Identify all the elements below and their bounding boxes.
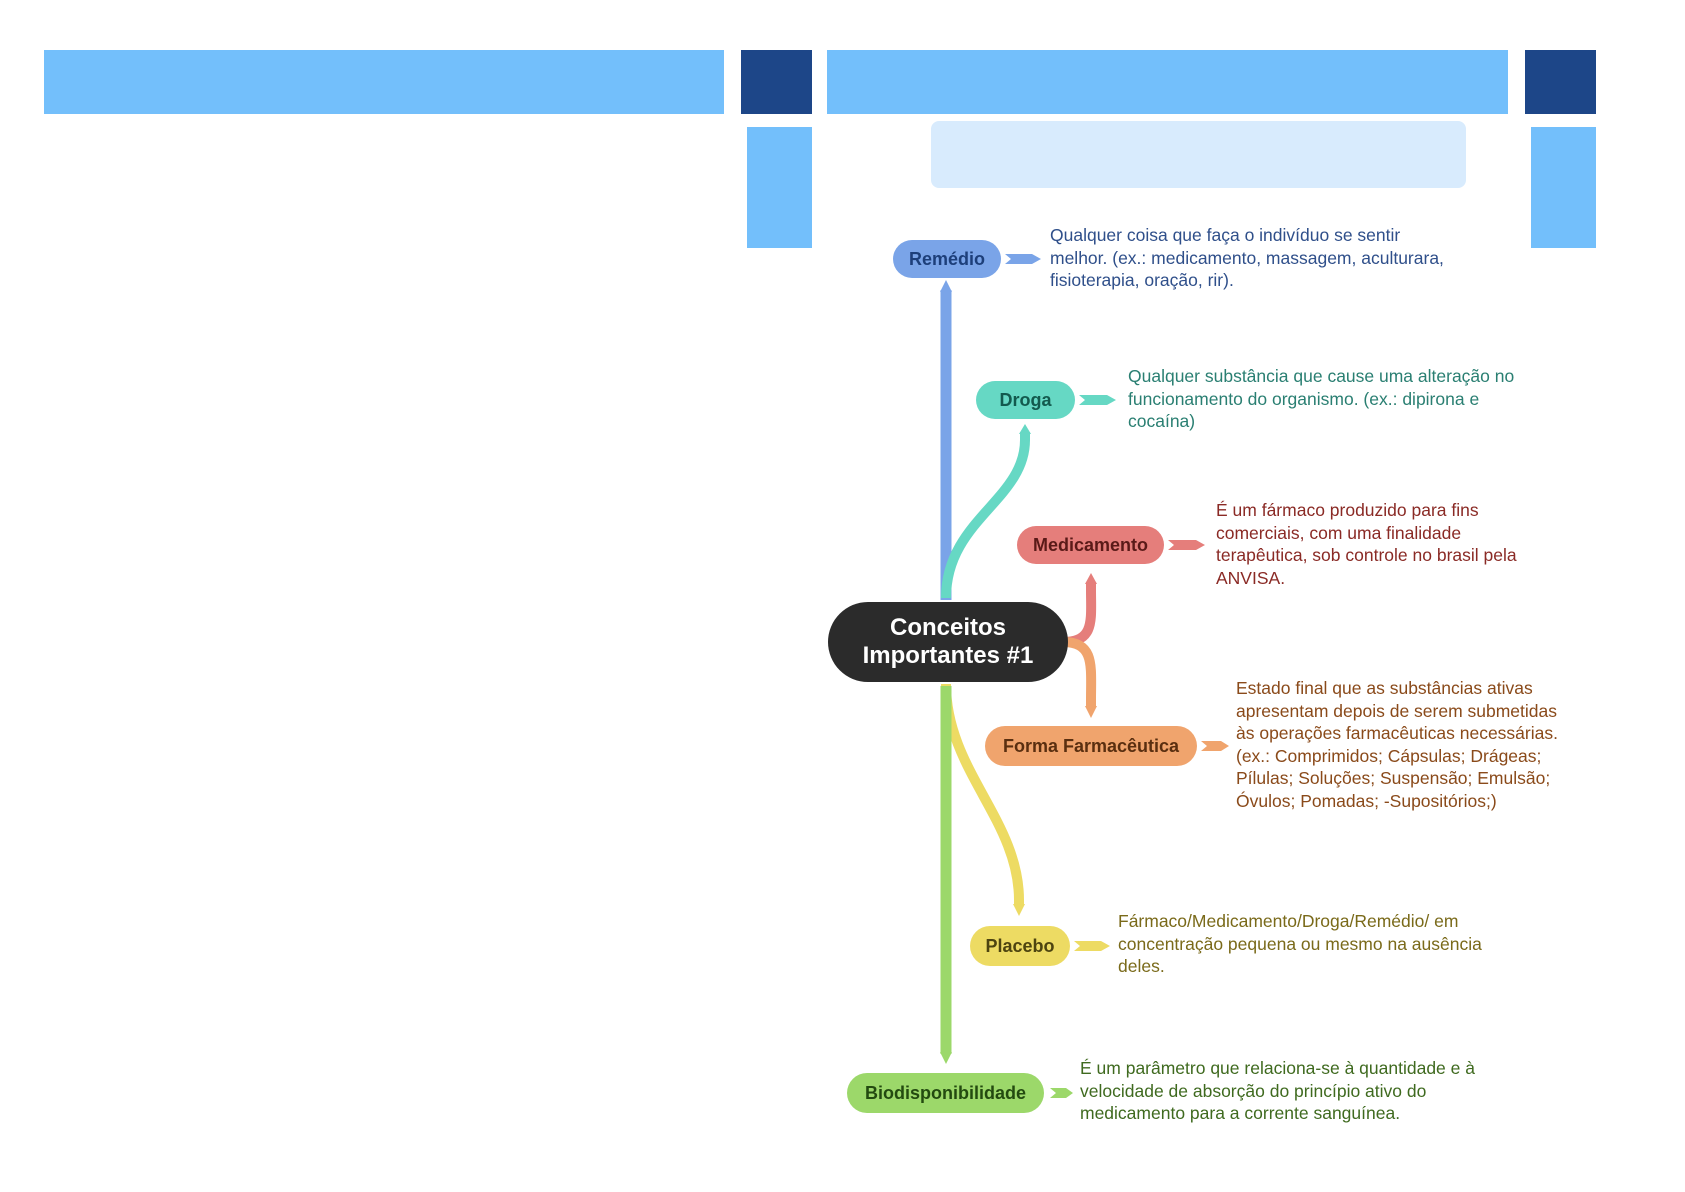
desc-forma-line: Pílulas; Soluções; Suspensão; Emulsão; xyxy=(1236,768,1551,788)
center-node: Conceitos Importantes #1 xyxy=(828,602,1068,682)
desc-forma-line: apresentam depois de serem submetidas xyxy=(1236,700,1558,721)
desc-remedio-line: fisioterapia, oração, rir). xyxy=(1050,270,1234,290)
connector-forma-tip xyxy=(1085,706,1097,718)
side-tab-left xyxy=(747,127,812,248)
side-tab-right xyxy=(1531,127,1596,248)
connector-placebo xyxy=(941,683,1024,906)
desc-biodisponibilidade-line: velocidade de absorção do princípio ativ… xyxy=(1080,1080,1427,1101)
connector-remedio-tip xyxy=(940,280,952,292)
desc-droga-line: funcionamento do organismo. (ex.: dipiro… xyxy=(1128,388,1480,409)
desc-remedio: Qualquer coisa que faça o indivíduo se s… xyxy=(1050,224,1444,292)
desc-remedio-line: melhor. (ex.: medicamento, massagem, acu… xyxy=(1050,247,1444,268)
desc-remedio-line: Qualquer coisa que faça o indivíduo se s… xyxy=(1050,225,1401,245)
desc-placebo-line: deles. xyxy=(1118,956,1165,976)
desc-biodisponibilidade: É um parâmetro que relaciona-se à quanti… xyxy=(1080,1057,1475,1125)
arrow-remedio xyxy=(1005,254,1041,264)
desc-biodisponibilidade-line: É um parâmetro que relaciona-se à quanti… xyxy=(1080,1058,1475,1078)
center-node-line1: Conceitos xyxy=(889,614,1006,641)
desc-medicamento-line: comerciais, com uma finalidade xyxy=(1216,522,1462,543)
node-forma-farmaceutica: Forma Farmacêutica xyxy=(985,726,1197,766)
node-droga: Droga xyxy=(976,381,1075,419)
header-square-right xyxy=(1525,50,1596,114)
connector-forma xyxy=(1062,637,1097,708)
desc-forma-line: Óvulos; Pomadas; -Supositórios;) xyxy=(1236,790,1497,811)
arrow-droga xyxy=(1079,395,1116,405)
connector-medicamento xyxy=(1062,582,1097,647)
center-node-line2: Importantes #1 xyxy=(862,642,1034,669)
arrow-biodisponibilidade xyxy=(1050,1088,1073,1098)
desc-medicamento: É um fármaco produzido para fins comerci… xyxy=(1216,499,1517,589)
desc-medicamento-line: ANVISA. xyxy=(1216,567,1286,588)
node-placebo: Placebo xyxy=(970,926,1070,966)
connector-droga-tip xyxy=(1019,424,1031,434)
desc-droga-line: cocaína) xyxy=(1128,411,1196,431)
desc-medicamento-line: terapêutica, sob controle no brasil pela xyxy=(1216,545,1517,565)
node-biodisponibilidade: Biodisponibilidade xyxy=(847,1073,1044,1113)
connector-placebo-tip xyxy=(1013,904,1025,916)
header-square-left xyxy=(741,50,812,114)
node-medicamento: Medicamento xyxy=(1017,526,1164,564)
arrow-placebo xyxy=(1074,941,1110,951)
connector-medicamento-tip xyxy=(1085,573,1097,584)
header-bar-left xyxy=(44,50,724,114)
connector-droga xyxy=(941,432,1030,599)
desc-medicamento-line: É um fármaco produzido para fins xyxy=(1216,500,1479,520)
desc-biodisponibilidade-line: medicamento para a corrente sanguínea. xyxy=(1080,1103,1401,1123)
desc-forma-line: às operações farmacêuticas necessárias. xyxy=(1236,723,1558,743)
arrow-forma xyxy=(1201,741,1229,751)
desc-placebo: Fármaco/Medicamento/Droga/Remédio/ em co… xyxy=(1118,910,1482,978)
arrow-medicamento xyxy=(1168,540,1205,550)
desc-placebo-line: Fármaco/Medicamento/Droga/Remédio/ em xyxy=(1118,911,1459,931)
desc-forma-line: Estado final que as substâncias ativas xyxy=(1236,678,1533,698)
header-bar-right xyxy=(827,50,1508,114)
desc-forma-line: (ex.: Comprimidos; Cápsulas; Drágeas; xyxy=(1236,745,1542,766)
connector-biodisponibilidade-tip xyxy=(940,1052,952,1064)
desc-placebo-line: concentração pequena ou mesmo na ausênci… xyxy=(1118,933,1482,954)
node-remedio: Remédio xyxy=(893,240,1001,278)
desc-droga: Qualquer substância que cause uma altera… xyxy=(1128,365,1514,433)
desc-forma-farmaceutica: Estado final que as substâncias ativas a… xyxy=(1236,677,1558,812)
title-box xyxy=(931,121,1466,188)
desc-droga-line: Qualquer substância que cause uma altera… xyxy=(1128,366,1515,386)
